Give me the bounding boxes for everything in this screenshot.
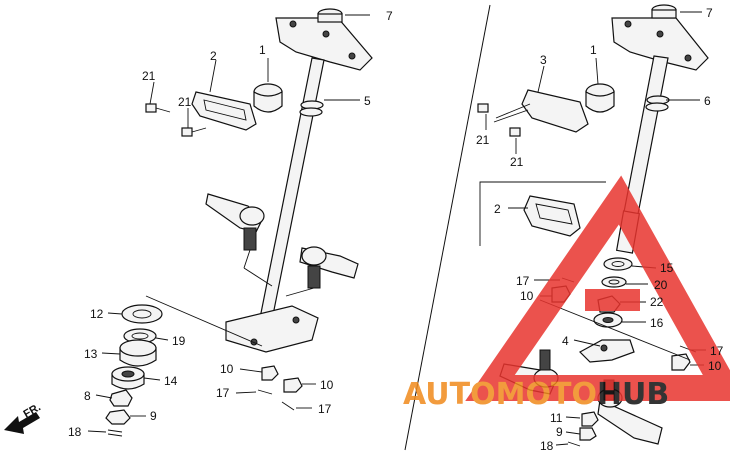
callout-4-right: 4 bbox=[562, 334, 569, 348]
left-bolt-hole bbox=[289, 20, 297, 28]
callout-1-left: 1 bbox=[259, 43, 266, 57]
left-cap-7-body bbox=[317, 13, 343, 23]
watermark-moto: MOTO bbox=[496, 377, 597, 412]
callout-19-left: 19 bbox=[172, 334, 186, 348]
callout-17b-right: 17 bbox=[710, 344, 724, 358]
left-bearing-stack bbox=[105, 304, 163, 437]
callout-15-right: 15 bbox=[660, 261, 674, 275]
callout-18-left: 18 bbox=[68, 425, 82, 439]
callout-6-right: 6 bbox=[704, 94, 711, 108]
callout-11-right: 11 bbox=[550, 411, 563, 425]
left-nut-10a bbox=[261, 365, 279, 381]
front-direction-arrow: FR. bbox=[4, 401, 43, 434]
right-top-bracket bbox=[611, 17, 709, 71]
callout-5-left: 5 bbox=[364, 94, 371, 108]
callout-14-left: 14 bbox=[164, 374, 178, 388]
callout-1-right: 1 bbox=[590, 43, 597, 57]
callout-10a-left: 10 bbox=[220, 362, 234, 376]
right-nut-11 bbox=[581, 411, 599, 427]
left-pin-17b bbox=[281, 401, 295, 411]
callout-2-left: 2 bbox=[210, 49, 217, 63]
left-bolt-21b bbox=[181, 127, 207, 137]
right-holder-3 bbox=[521, 89, 589, 133]
callout-3-right: 3 bbox=[540, 53, 547, 67]
left-bolt-21a bbox=[145, 103, 171, 113]
watermark-triangle bbox=[465, 175, 730, 401]
watermark-hub: HUB bbox=[597, 377, 669, 412]
left-holder-2-inner bbox=[203, 99, 247, 121]
callout-17b-left: 17 bbox=[318, 402, 332, 416]
right-bolt-21b bbox=[509, 127, 521, 137]
callout-9-right: 9 bbox=[556, 425, 563, 439]
callout-9-left: 9 bbox=[150, 409, 157, 423]
right-pitman-arm-4 bbox=[579, 339, 635, 363]
right-inset-frame bbox=[479, 181, 606, 246]
left-bushing-1-body bbox=[253, 90, 283, 113]
right-steering-shaft bbox=[623, 55, 669, 215]
right-leader bbox=[539, 299, 691, 361]
callout-7-right: 7 bbox=[706, 6, 713, 20]
callout-17a-left: 17 bbox=[216, 386, 230, 400]
left-tie-rod-end-b bbox=[285, 246, 359, 297]
right-bolt-21a bbox=[477, 103, 489, 113]
left-tie-rod-end-a bbox=[205, 193, 273, 287]
callout-20-right: 20 bbox=[654, 278, 668, 292]
left-pin-17a bbox=[257, 389, 273, 395]
right-holder-2 bbox=[523, 195, 581, 237]
callout-21b-left: 21 bbox=[178, 95, 192, 109]
callout-18-right: 18 bbox=[540, 439, 554, 453]
callout-8-left: 8 bbox=[84, 389, 91, 403]
callout-22-right: 22 bbox=[650, 295, 664, 309]
callout-10a-right: 10 bbox=[520, 289, 534, 303]
left-bolt-hole bbox=[348, 52, 356, 60]
left-holder-2 bbox=[191, 91, 257, 131]
left-plate-hole bbox=[292, 316, 300, 324]
watermark-auto: AUTO bbox=[403, 377, 496, 412]
right-pin-18 bbox=[567, 441, 581, 447]
callout-12-left: 12 bbox=[90, 307, 104, 321]
callout-17a-right: 17 bbox=[516, 274, 530, 288]
watermark-text: AUTOMOTOHUB bbox=[403, 377, 669, 412]
divider-line bbox=[404, 4, 491, 451]
callout-21b-right: 21 bbox=[510, 155, 524, 169]
watermark-logo: AUTOMOTOHUB bbox=[403, 175, 730, 412]
callout-13-left: 13 bbox=[84, 347, 98, 361]
right-nut-9 bbox=[579, 427, 597, 441]
left-top-bracket bbox=[275, 17, 373, 71]
callout-10b-left: 10 bbox=[320, 378, 334, 392]
callout-21a-left: 21 bbox=[142, 69, 156, 83]
left-assembly bbox=[87, 8, 373, 437]
callout-16-right: 16 bbox=[650, 316, 664, 330]
left-bolt-hole bbox=[322, 30, 330, 38]
callout-21a-right: 21 bbox=[476, 133, 490, 147]
callout-labels: 7 1 2 21 21 5 12 19 13 14 8 9 18 10 10 1… bbox=[68, 6, 724, 453]
left-leader bbox=[145, 295, 263, 347]
callout-7-left: 7 bbox=[386, 9, 393, 23]
callout-10b-right: 10 bbox=[708, 359, 722, 373]
left-nut-10b bbox=[283, 377, 303, 393]
callout-2-right: 2 bbox=[494, 202, 501, 216]
left-bottom-plate bbox=[225, 305, 319, 353]
left-shaft-collar bbox=[299, 107, 323, 117]
